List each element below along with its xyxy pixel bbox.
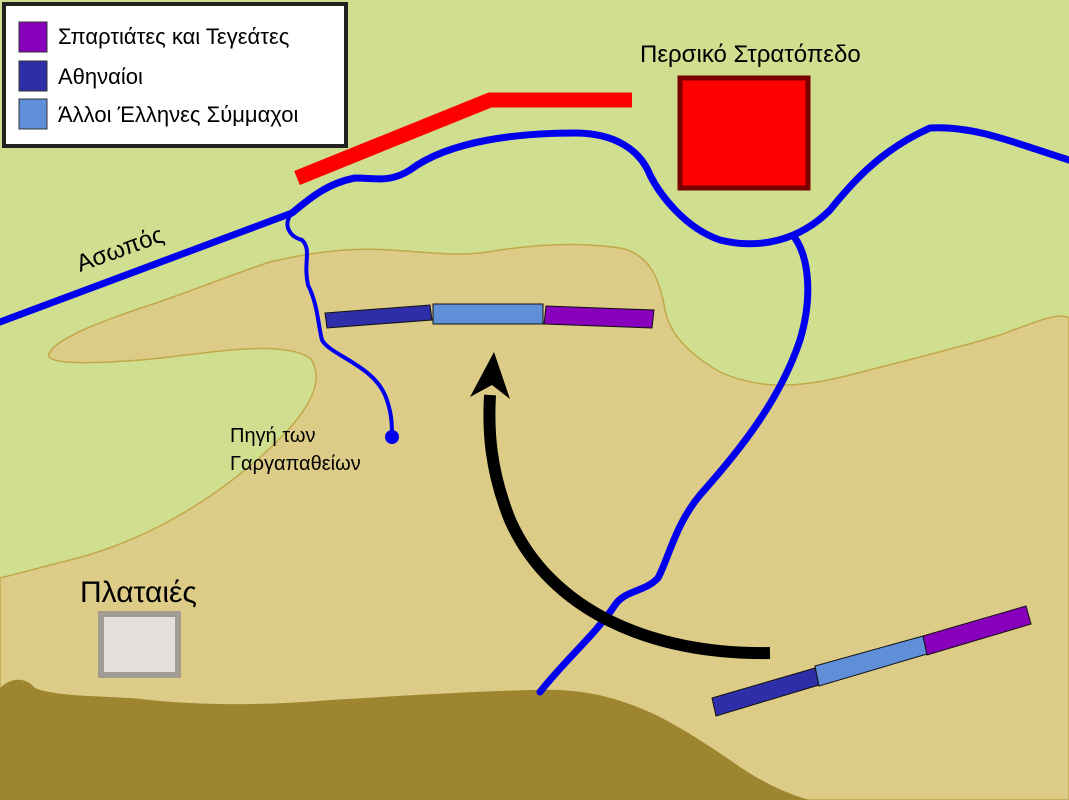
legend-swatch-allies xyxy=(18,98,48,130)
legend-label-spartans: Σπαρτιάτες και Τεγεάτες xyxy=(58,24,289,49)
legend-box xyxy=(2,2,348,148)
spring-label-line1: Πηγή των xyxy=(230,425,315,447)
legend-swatch-spartans xyxy=(18,21,48,53)
persian-camp-label: Περσικό Στρατόπεδο xyxy=(640,41,861,68)
mountain-terrain xyxy=(0,679,810,800)
gargaphia-spring-marker xyxy=(385,430,399,444)
legend: Σπαρτιάτες και Τεγεάτες Αθηναίοι Άλλοι Έ… xyxy=(2,2,348,148)
spring-label-line2: Γαργαπαθείων xyxy=(230,453,361,475)
legend-label-allies: Άλλοι Έλληνες Σύμμαχοι xyxy=(58,102,298,127)
legend-swatch-athenians xyxy=(18,60,48,92)
hills-terrain xyxy=(0,243,1069,800)
movement-arrowhead xyxy=(470,352,510,399)
persian-battle-line xyxy=(294,92,632,185)
legend-label-athenians: Αθηναίοι xyxy=(58,64,143,89)
legend-item: Σπαρτιάτες και Τεγεάτες xyxy=(18,21,289,53)
plataea-town-marker xyxy=(98,611,181,678)
town-label: Πλαταιές xyxy=(80,576,197,609)
unit-spartans-retreat xyxy=(922,605,1032,656)
movement-arrow xyxy=(483,394,771,660)
asopos-river xyxy=(0,124,1069,326)
unit-allies-ridge xyxy=(432,303,544,325)
persian-camp-marker xyxy=(677,75,811,191)
unit-spartans-ridge xyxy=(543,305,655,329)
gargaphia-stream xyxy=(285,211,394,439)
legend-item: Αθηναίοι xyxy=(18,60,143,92)
greek-ridge-line xyxy=(324,303,655,329)
greek-retreat-line xyxy=(711,605,1032,717)
legend-item: Άλλοι Έλληνες Σύμμαχοι xyxy=(18,98,298,130)
unit-athenians-ridge xyxy=(324,304,433,329)
